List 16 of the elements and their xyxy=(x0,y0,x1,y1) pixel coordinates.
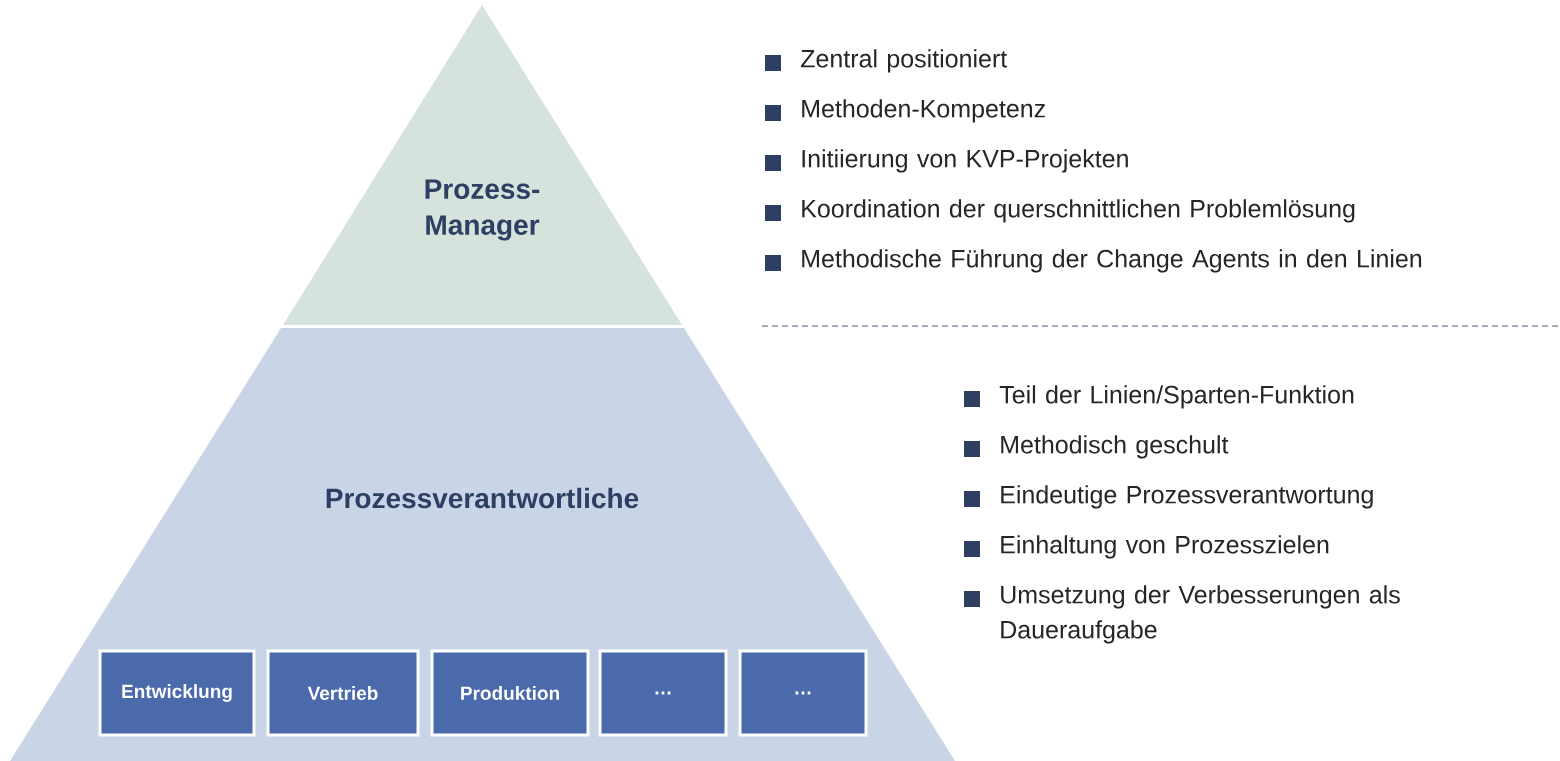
department-box: Produktion xyxy=(430,649,590,737)
bullet-item: Initiierung von KVP-Projekten xyxy=(765,149,1128,173)
bullet-item: Methodische Führung der Change Agents in den Linien xyxy=(765,249,1422,273)
bullet-item: Umsetzung der Verbesserungen als Daueraufgabe xyxy=(964,585,1400,644)
bullet-item: Einhaltung von Prozesszielen xyxy=(964,535,1329,559)
bullet-item: Methodisch geschult xyxy=(964,435,1229,459)
department-box: … xyxy=(598,649,728,737)
department-box: … xyxy=(738,649,868,737)
department-box: Entwicklung xyxy=(98,649,256,737)
pyramid-tier: Prozess- Manager xyxy=(283,5,682,325)
bullet-item: Zentral positioniert xyxy=(765,49,1007,73)
bullet-item: Koordination der querschnittlichen Problemlösung xyxy=(765,199,1355,223)
bullet-item: Eindeutige Prozessverantwortung xyxy=(964,485,1373,509)
department-box: Vertrieb xyxy=(266,649,420,737)
bullet-item: Methoden-Kompetenz xyxy=(765,99,1045,123)
bullet-item: Teil der Linien/Sparten-Funktion xyxy=(964,385,1354,409)
